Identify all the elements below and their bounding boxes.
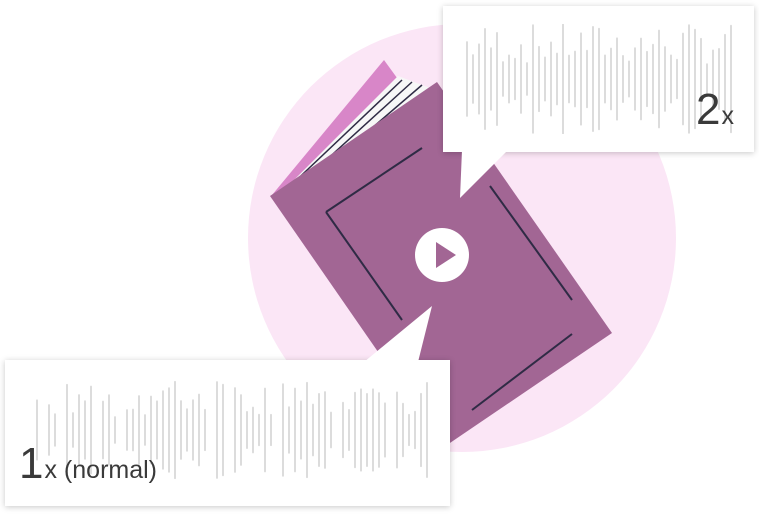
play-icon — [436, 242, 456, 268]
speed-suffix: x (normal) — [44, 456, 157, 484]
speed-label-2x: 2x — [696, 88, 734, 132]
waveform-icon — [466, 24, 732, 134]
speed-card-2x: 2x — [443, 6, 754, 152]
speed-number: 2 — [696, 85, 721, 134]
speed-suffix: x — [721, 102, 735, 130]
waveform-icon — [36, 380, 428, 480]
speed-label-1x: 1x (normal) — [19, 442, 157, 486]
book-spine — [272, 60, 400, 197]
play-button[interactable] — [415, 228, 469, 282]
speed-card-1x: 1x (normal) — [5, 360, 450, 506]
speed-number: 1 — [19, 439, 44, 488]
